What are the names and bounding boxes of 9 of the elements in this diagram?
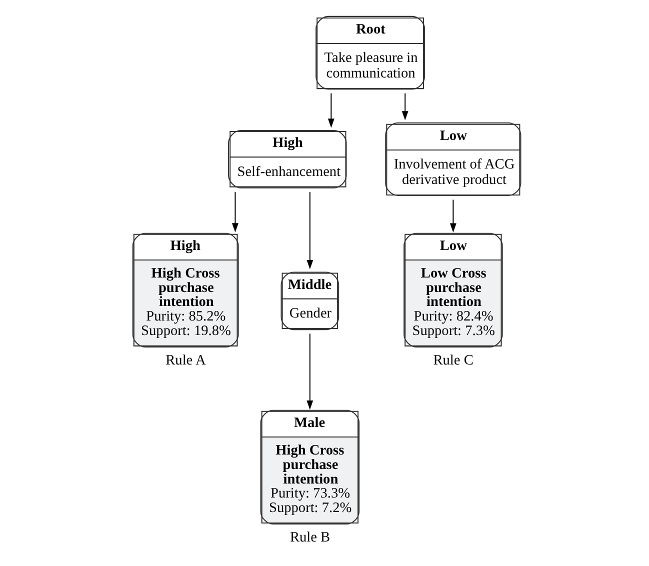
arrow: [402, 93, 408, 120]
node-label: Rule B: [290, 530, 330, 546]
node-label: Rule C: [433, 352, 474, 369]
node-label: Rule A: [166, 352, 206, 369]
arrow: [328, 93, 334, 128]
arrow: [232, 192, 238, 232]
arrow: [306, 192, 314, 270]
arrow: [306, 334, 314, 410]
arrow: [450, 200, 456, 232]
